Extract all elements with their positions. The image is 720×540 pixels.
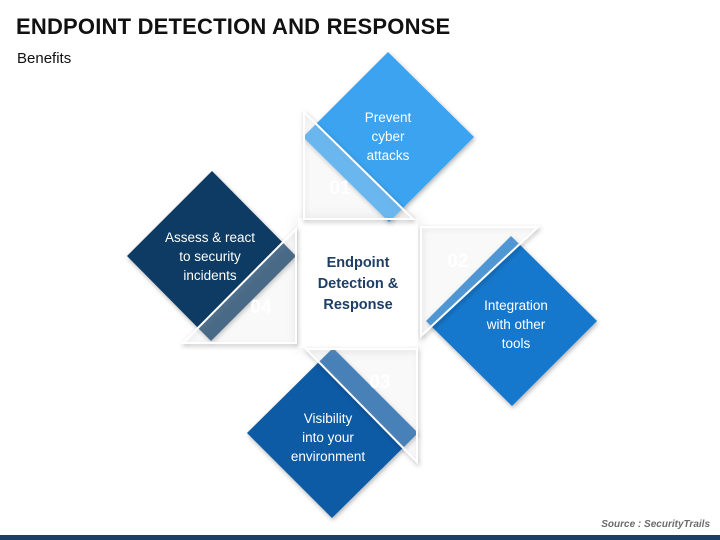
footer-bar xyxy=(0,535,720,540)
center-panel xyxy=(298,218,418,348)
center-label-line: Response xyxy=(323,297,392,313)
center-label-line: Endpoint xyxy=(327,255,390,271)
step-03-triangle xyxy=(303,348,418,465)
step-04-number: 04 xyxy=(250,297,272,318)
step-01-label-line: cyber xyxy=(371,129,405,144)
step-01-label: Prevent cyber attacks xyxy=(365,110,412,163)
step-04: Assess & react to security incidents 04 xyxy=(127,171,297,344)
step-01-diamond xyxy=(303,52,474,222)
center-label-line: Detection & xyxy=(318,276,399,292)
step-02: Integration with other tools 02 xyxy=(420,226,597,406)
step-03-label-line: Visibility xyxy=(304,411,353,426)
source-credit: Source : SecurityTrails xyxy=(601,519,710,530)
step-01-label-line: attacks xyxy=(367,148,410,163)
step-04-triangle xyxy=(180,226,297,344)
step-02-label-line: tools xyxy=(502,336,531,351)
step-02-label-line: Integration xyxy=(484,298,548,313)
step-03-label-line: into your xyxy=(302,430,354,445)
step-01-number: 01 xyxy=(329,178,351,199)
step-01: Prevent cyber attacks 01 xyxy=(303,52,474,222)
step-04-label: Assess & react to security incidents xyxy=(165,230,255,283)
step-03-number: 03 xyxy=(369,372,390,393)
step-02-triangle xyxy=(420,226,541,339)
step-02-label-line: with other xyxy=(486,317,546,332)
step-01-label-line: Prevent xyxy=(365,110,412,125)
step-02-label: Integration with other tools xyxy=(484,298,548,351)
step-04-label-line: to security xyxy=(179,249,241,264)
step-03: Visibility into your environment 03 xyxy=(247,348,418,518)
step-03-label-line: environment xyxy=(291,449,366,464)
page-subtitle: Benefits xyxy=(17,50,72,67)
step-04-label-line: Assess & react xyxy=(165,230,255,245)
step-02-number: 02 xyxy=(447,251,468,272)
page-title: ENDPOINT DETECTION AND RESPONSE xyxy=(16,14,451,39)
step-01-triangle xyxy=(303,109,416,220)
step-04-label-line: incidents xyxy=(183,268,237,283)
step-03-label: Visibility into your environment xyxy=(291,411,366,464)
step-04-diamond xyxy=(127,171,296,341)
